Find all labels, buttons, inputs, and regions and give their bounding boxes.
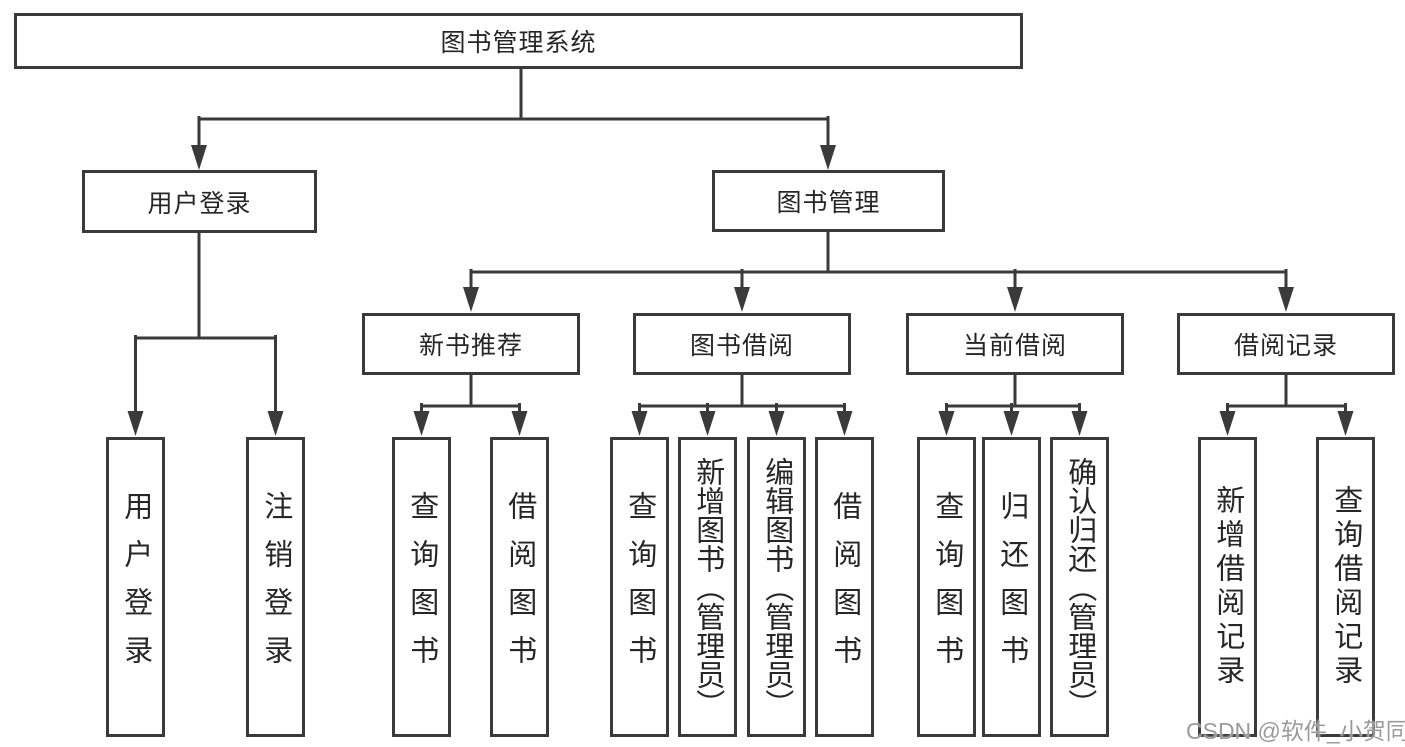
leaf-label: 查询图书 bbox=[930, 491, 963, 683]
arrowhead-icon bbox=[1219, 411, 1236, 436]
leaf-label: 查询图书 bbox=[623, 491, 656, 683]
connector-group-borrowing-records bbox=[1219, 373, 1354, 436]
leaf-label: 查询图书 bbox=[405, 491, 438, 683]
leaf-confirm-return-admin: 确认归还（管理员） bbox=[1050, 437, 1109, 737]
connector-group-current-borrowing bbox=[938, 373, 1088, 436]
leaf-user-login: 用户登录 bbox=[106, 437, 165, 737]
arrowhead-icon bbox=[1278, 287, 1294, 312]
leaf-return-books: 归还图书 bbox=[982, 437, 1041, 737]
connector-path bbox=[134, 231, 277, 415]
leaf-label: 确认归还（管理员） bbox=[1063, 456, 1096, 718]
leaf-borrow-books-recommend: 借阅图书 bbox=[490, 437, 549, 737]
leaf-query-books-borrowing: 查询图书 bbox=[610, 437, 669, 737]
connector-path bbox=[420, 373, 521, 415]
leaf-query-books-current: 查询图书 bbox=[917, 437, 976, 737]
connector-path bbox=[638, 373, 846, 415]
arrowhead-icon bbox=[413, 411, 430, 436]
arrowhead-icon bbox=[1071, 411, 1088, 436]
arrowhead-icon bbox=[191, 145, 207, 170]
connector-group-root bbox=[191, 67, 836, 170]
connector-path bbox=[945, 373, 1081, 415]
node-current-borrowing: 当前借阅 bbox=[906, 313, 1124, 375]
node-label: 图书借阅 bbox=[689, 332, 794, 360]
leaf-label: 借阅图书 bbox=[828, 491, 861, 683]
leaf-label: 新增图书（管理员） bbox=[691, 456, 724, 718]
leaf-logout-login: 注销登录 bbox=[246, 437, 305, 737]
node-book-management: 图书管理 bbox=[712, 170, 945, 232]
arrowhead-icon bbox=[734, 287, 750, 312]
leaf-add-books-admin: 新增图书（管理员） bbox=[678, 437, 737, 737]
connector-group-book-management bbox=[463, 230, 1294, 312]
node-label: 当前借阅 bbox=[962, 332, 1067, 360]
connector-path bbox=[197, 67, 830, 149]
node-label: 新书推荐 bbox=[418, 332, 523, 360]
arrowhead-icon bbox=[836, 411, 853, 436]
leaf-label: 借阅图书 bbox=[503, 491, 536, 683]
leaf-label: 新增借阅记录 bbox=[1211, 485, 1244, 689]
arrowhead-icon bbox=[1337, 411, 1354, 436]
node-label: 借阅记录 bbox=[1233, 332, 1338, 360]
connector-path bbox=[1226, 373, 1347, 415]
leaf-query-borrow-record: 查询借阅记录 bbox=[1316, 437, 1375, 737]
connector-path bbox=[469, 230, 1288, 291]
leaf-query-books-recommend: 查询图书 bbox=[392, 437, 451, 737]
arrowhead-icon bbox=[267, 411, 284, 436]
connector-group-book-borrowing bbox=[631, 373, 853, 436]
connector-group-new-book-recommendation bbox=[413, 373, 528, 436]
node-user-login: 用户登录 bbox=[82, 170, 317, 233]
arrowhead-icon bbox=[463, 287, 479, 312]
leaf-borrow-books-borrowing: 借阅图书 bbox=[815, 437, 874, 737]
node-new-book-recommendation: 新书推荐 bbox=[362, 313, 580, 375]
leaf-edit-books-admin: 编辑图书（管理员） bbox=[747, 437, 806, 737]
leaf-add-borrow-record: 新增借阅记录 bbox=[1198, 437, 1257, 737]
arrowhead-icon bbox=[511, 411, 528, 436]
node-library-management-system: 图书管理系统 bbox=[14, 13, 1023, 69]
node-label: 用户登录 bbox=[147, 189, 252, 218]
arrowhead-icon bbox=[1003, 411, 1020, 436]
leaf-label: 用户登录 bbox=[119, 491, 152, 683]
node-book-borrowing: 图书借阅 bbox=[633, 313, 851, 375]
leaf-label: 归还图书 bbox=[995, 491, 1028, 683]
arrowhead-icon bbox=[127, 411, 144, 436]
connector-group-user-login bbox=[127, 231, 284, 436]
arrowhead-icon bbox=[1007, 287, 1023, 312]
node-borrowing-records: 借阅记录 bbox=[1177, 313, 1395, 375]
arrowhead-icon bbox=[768, 411, 785, 436]
arrowhead-icon bbox=[938, 411, 955, 436]
node-label: 图书管理 bbox=[776, 189, 881, 217]
node-label: 图书管理系统 bbox=[440, 29, 597, 57]
csdn-watermark: CSDN @软件_小贺同学 bbox=[1186, 718, 1405, 744]
leaf-label: 查询借阅记录 bbox=[1329, 485, 1362, 689]
arrowhead-icon bbox=[631, 411, 648, 436]
arrowhead-icon bbox=[820, 145, 836, 170]
leaf-label: 编辑图书（管理员） bbox=[760, 456, 793, 718]
leaf-label: 注销登录 bbox=[259, 491, 292, 683]
arrowhead-icon bbox=[699, 411, 716, 436]
